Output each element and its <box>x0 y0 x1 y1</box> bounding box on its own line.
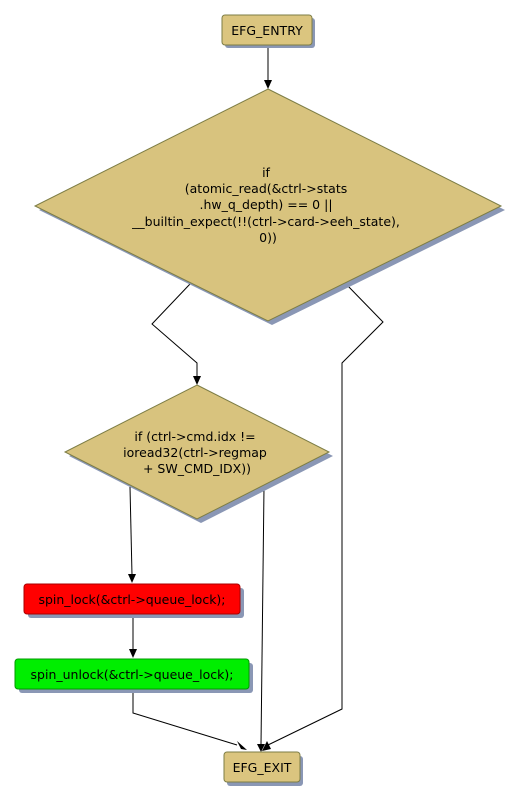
edges <box>128 46 384 752</box>
decision1-node: if (atomic_read(&ctrl->stats .hw_q_depth… <box>33 88 505 325</box>
edge-decision1-to-decision2 <box>151 283 198 379</box>
arrowhead-decision2 <box>193 376 201 385</box>
decision2-line: + SW_CMD_IDX)) <box>143 461 251 476</box>
edge-decision2-to-spinlock <box>129 486 133 576</box>
spin-lock-node: spin_lock(&ctrl->queue_lock); <box>23 583 244 618</box>
decision1-line: (atomic_read(&ctrl->stats <box>185 181 348 196</box>
arrowhead-decision1 <box>264 80 272 89</box>
spin-unlock-box <box>14 658 250 690</box>
decision1-line: __builtin_expect(!!(ctrl->card->eeh_stat… <box>131 214 400 229</box>
entry-node-label: EFG_ENTRY <box>231 23 303 38</box>
edge-decision1-to-exit <box>267 283 384 746</box>
decision2-line: ioread32(ctrl->regmap <box>123 445 267 460</box>
edge-spinunlock-to-exit <box>132 688 238 746</box>
spin-lock-box <box>23 583 241 615</box>
arrowhead-exit-right <box>262 741 271 751</box>
exit-node-box <box>223 751 301 783</box>
spin-lock-label: spin_lock(&ctrl->queue_lock); <box>38 592 225 607</box>
decision1-diamond <box>33 88 503 322</box>
entry-node-box <box>221 14 313 46</box>
arrowhead-spinlock <box>128 574 136 583</box>
spin-unlock-node: spin_unlock(&ctrl->queue_lock); <box>14 658 253 693</box>
exit-node-label: EFG_EXIT <box>233 760 292 775</box>
edge-decision2-to-exit <box>260 486 265 746</box>
decision1-line: .hw_q_depth) == 0 || <box>199 197 332 212</box>
arrowhead-spinunlock <box>129 649 137 658</box>
entry-node: EFG_ENTRY <box>221 14 315 48</box>
arrowhead-exit-center <box>257 744 265 752</box>
decision2-diamond <box>63 384 331 520</box>
decision1-text: if (atomic_read(&ctrl->stats .hw_q_depth… <box>131 165 404 245</box>
decision2-line: if (ctrl->cmd.idx != <box>134 429 255 444</box>
spin-unlock-label: spin_unlock(&ctrl->queue_lock); <box>31 667 234 682</box>
decision1-line: 0)) <box>259 230 277 245</box>
decision1-line: if <box>262 165 270 180</box>
decision2-text: if (ctrl->cmd.idx != ioread32(ctrl->regm… <box>123 429 271 476</box>
decision2-node: if (ctrl->cmd.idx != ioread32(ctrl->regm… <box>63 384 333 523</box>
exit-node: EFG_EXIT <box>223 751 303 786</box>
arrowhead-exit-left <box>237 741 247 750</box>
